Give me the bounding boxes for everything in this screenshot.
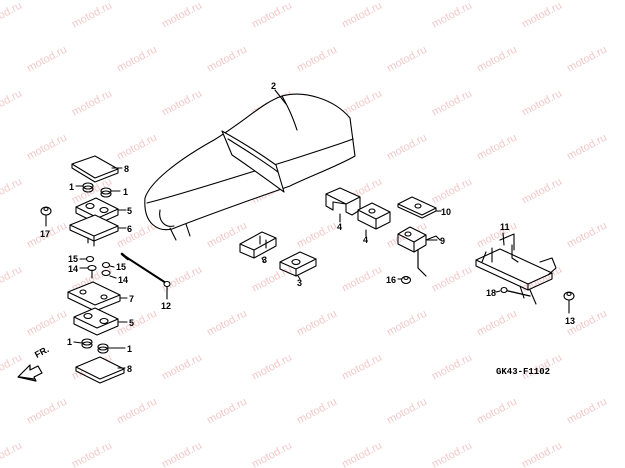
- nut-part-16: [400, 275, 412, 285]
- callout-label: 9: [440, 236, 446, 246]
- callout-label: 13: [565, 316, 576, 326]
- nut-part-13: [563, 291, 575, 301]
- callout-label: 14: [118, 275, 129, 285]
- grommet-part-1-a: [82, 182, 94, 193]
- bolt-part-15-a: [85, 255, 95, 263]
- callout-label: 4: [337, 222, 343, 232]
- plate-part-10: [397, 196, 437, 219]
- callout-label: 5: [129, 318, 135, 328]
- callout-label: 16: [386, 275, 397, 285]
- plate-part-8-top: [71, 155, 119, 183]
- nut-part-17: [40, 206, 52, 216]
- callout-label: 17: [40, 229, 51, 239]
- callout-label: 15: [116, 262, 127, 272]
- callout-label: 3: [297, 278, 303, 288]
- figure-code: GK43-F1102: [496, 367, 551, 377]
- lock-part-9: [397, 226, 441, 277]
- bolt-part-14-b: [101, 269, 111, 277]
- callout-label: 8: [124, 164, 130, 174]
- rod-part-12: [120, 252, 171, 288]
- callout-label: 6: [127, 224, 133, 234]
- plate-part-8-bottom: [75, 356, 125, 384]
- bolt-part-14-a: [87, 264, 97, 279]
- front-arrow-icon: [17, 364, 43, 382]
- seat-part-2: [144, 93, 356, 241]
- callout-label: 3: [262, 255, 268, 265]
- bolt-part-18: [500, 286, 531, 297]
- grommet-part-1-d: [97, 343, 109, 354]
- callout-label: 2: [271, 81, 277, 91]
- callout-label: 1: [69, 182, 75, 192]
- callout-label: 10: [441, 207, 452, 217]
- callout-label: 18: [486, 288, 497, 298]
- callout-label: 8: [127, 364, 133, 374]
- bracket-part-7: [67, 281, 121, 312]
- callout-label: 15: [68, 254, 79, 264]
- rubber-part-5-b: [73, 307, 119, 336]
- callout-label: 14: [68, 264, 79, 274]
- grommet-part-1-c: [81, 338, 93, 349]
- callout-label: 5: [127, 206, 133, 216]
- grommet-part-1-b: [100, 187, 112, 198]
- bolt-part-15-b: [101, 261, 111, 269]
- callout-label: 11: [500, 222, 510, 232]
- callout-label: 7: [129, 294, 135, 304]
- bracket-part-3-b: [279, 251, 317, 277]
- callout-label: 1: [123, 187, 129, 197]
- callout-label: 12: [161, 301, 172, 311]
- leader-2: [274, 89, 287, 105]
- bracket-part-6: [69, 214, 119, 247]
- bracket-part-4-a: [325, 187, 361, 216]
- bracket-part-4-b: [357, 202, 391, 230]
- callout-label: 1: [67, 337, 73, 347]
- callout-label: 1: [127, 344, 133, 354]
- rubber-part-5-a: [75, 197, 119, 225]
- callout-label: 4: [363, 235, 369, 245]
- bracket-part-11: [475, 233, 557, 305]
- bracket-part-3-a: [239, 231, 277, 259]
